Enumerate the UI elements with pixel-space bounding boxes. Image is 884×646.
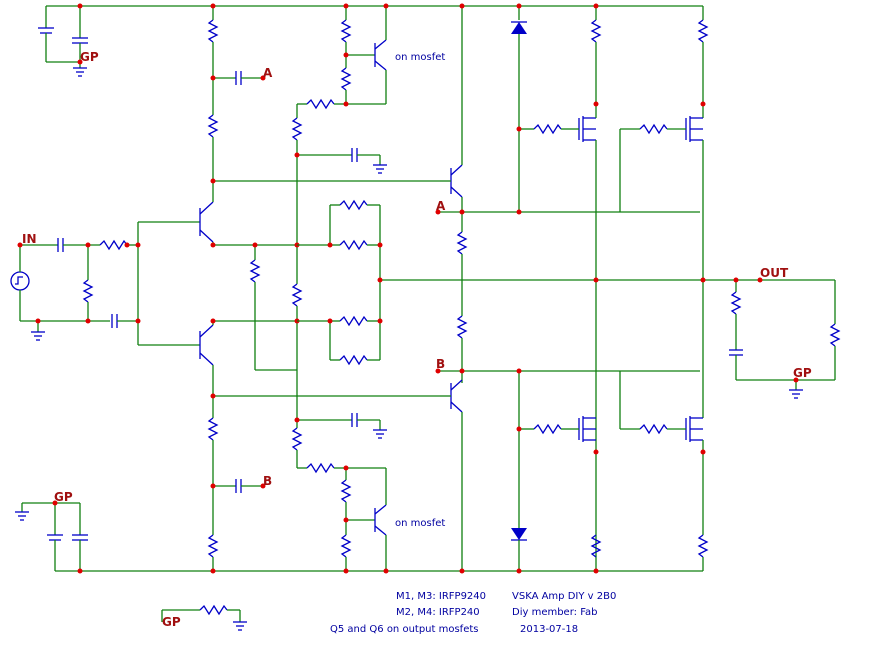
gp-out-label: GP [793,366,812,380]
b-bottom-label: B [263,474,272,488]
top-bias-transistor [340,3,389,107]
note-m1-m3: M1, M3: IRFP9240 [396,591,486,602]
a-top-label: A [263,66,273,80]
note-member: Diy member: Fab [512,607,598,618]
power-rails [46,5,760,572]
output-mosfets [575,3,709,574]
bottom-left-supply [15,500,88,574]
notes: M1, M3: IRFP9240 M2, M4: IRFP240 Q5 and … [330,591,616,635]
gp-ground-resistor [161,604,247,631]
diode-column [511,3,575,574]
driver-stage [435,3,700,574]
note-title: VSKA Amp DIY v 2B0 [512,591,616,602]
gp-left-bottom-label: GP [54,490,73,504]
a-mid-label: A [436,199,446,213]
feedback-network [297,199,383,366]
note-date: 2013-07-18 [520,624,578,635]
on-mosfet-bottom-label: on mosfet [395,518,445,529]
input-transistors [138,3,440,574]
output-network [729,277,841,399]
out-label: OUT [760,266,789,280]
vas-column [291,98,387,474]
gp-bottom-label: GP [162,615,181,629]
bottom-bias-transistor [340,465,389,574]
b-mid-label: B [436,357,445,371]
top-left-supply [38,3,88,77]
note-m2-m4: M2, M4: IRFP240 [396,607,480,618]
note-q5-q6: Q5 and Q6 on output mosfets [330,624,479,635]
gp-top-label: GP [80,50,99,64]
in-label: IN [22,232,37,246]
on-mosfet-top-label: on mosfet [395,52,445,63]
input-stage [10,222,141,345]
